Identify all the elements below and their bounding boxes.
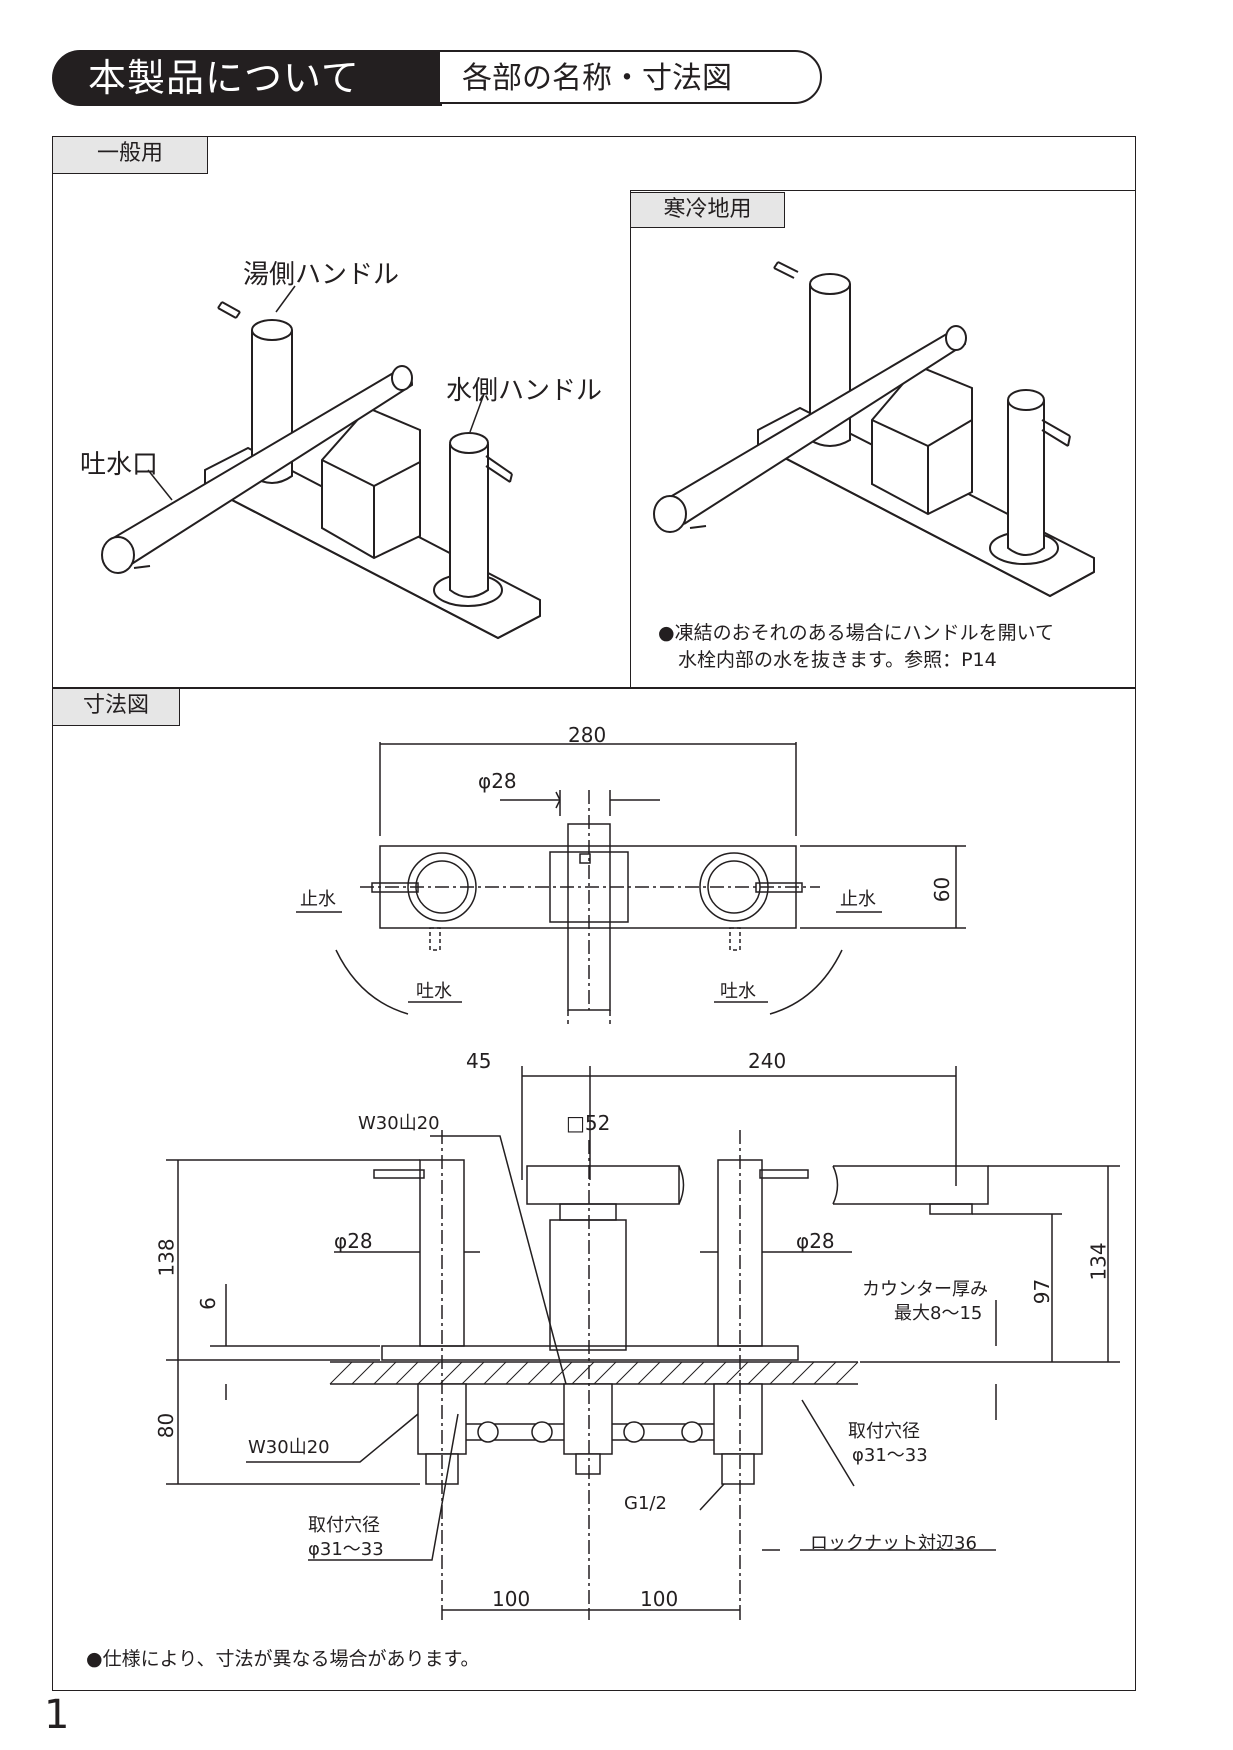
dim-right-diameter: φ28 bbox=[796, 1229, 835, 1253]
dimensions-tag: 寸法図 bbox=[52, 688, 180, 726]
pitch-right-100: 100 bbox=[640, 1587, 679, 1611]
cold-region-note-1: ●凍結のおそれのある場合にハンドルを開いて bbox=[658, 622, 1055, 644]
stop-left-label: 止水 bbox=[300, 889, 336, 910]
pitch-left-100: 100 bbox=[492, 1587, 531, 1611]
locknut-label: ロックナット対辺36 bbox=[810, 1533, 977, 1554]
thread-top-label: W30山20 bbox=[358, 1113, 440, 1134]
section-title: 本製品について bbox=[52, 50, 442, 106]
thread-bottom-label: W30山20 bbox=[248, 1437, 330, 1458]
page-number: 1 bbox=[44, 1692, 70, 1738]
hot-handle-label: 湯側ハンドル bbox=[243, 260, 400, 290]
counter-value: 最大8～15 bbox=[894, 1303, 983, 1324]
front-view-drawing bbox=[166, 1066, 1120, 1620]
spout-right-label: 吐水 bbox=[720, 981, 756, 1002]
dim-square-52: □52 bbox=[566, 1111, 611, 1135]
hole-left-label: 取付穴径 bbox=[308, 1515, 380, 1536]
hole-left-value: φ31～33 bbox=[308, 1539, 384, 1560]
spout-left-label: 吐水 bbox=[416, 981, 452, 1002]
general-tag: 一般用 bbox=[52, 136, 208, 174]
dimensions-panel bbox=[52, 688, 1136, 1691]
dim-height-138: 138 bbox=[154, 1238, 179, 1277]
dim-left-diameter: φ28 bbox=[334, 1229, 373, 1253]
hole-right-value: φ31～33 bbox=[852, 1445, 928, 1466]
cold-region-note-2: 水栓内部の水を抜きます。参照：P14 bbox=[678, 649, 997, 671]
general-faucet-illustration bbox=[101, 285, 541, 640]
cold-region-panel bbox=[630, 190, 1136, 688]
dim-top-diameter: φ28 bbox=[478, 769, 517, 793]
dimensions-footnote: ●仕様により、寸法が異なる場合があります。 bbox=[86, 1648, 480, 1670]
pipe-thread-label: G1/2 bbox=[624, 1493, 667, 1514]
dim-spout-height-97: 97 bbox=[1030, 1278, 1055, 1305]
stop-right-label: 止水 bbox=[840, 889, 876, 910]
dim-width-280: 280 bbox=[568, 723, 607, 747]
page-header: 本製品について 各部の名称・寸法図 bbox=[52, 50, 822, 106]
spout-label: 吐水口 bbox=[80, 450, 159, 480]
cold-faucet-illustration bbox=[653, 261, 1095, 598]
dim-below-80: 80 bbox=[154, 1412, 179, 1439]
cold-handle-label: 水側ハンドル bbox=[446, 376, 603, 406]
section-subtitle: 各部の名称・寸法図 bbox=[438, 50, 822, 104]
cold-region-tag: 寒冷地用 bbox=[630, 192, 785, 228]
dim-offset-45: 45 bbox=[466, 1049, 492, 1073]
top-view-drawing bbox=[296, 742, 966, 1024]
dim-plate-6: 6 bbox=[195, 1297, 220, 1310]
dim-total-height-134: 134 bbox=[1086, 1242, 1111, 1281]
hole-right-label: 取付穴径 bbox=[848, 1421, 920, 1442]
dim-depth-60: 60 bbox=[930, 876, 955, 903]
dim-reach-240: 240 bbox=[748, 1049, 787, 1073]
counter-label: カウンター厚み bbox=[862, 1279, 988, 1300]
